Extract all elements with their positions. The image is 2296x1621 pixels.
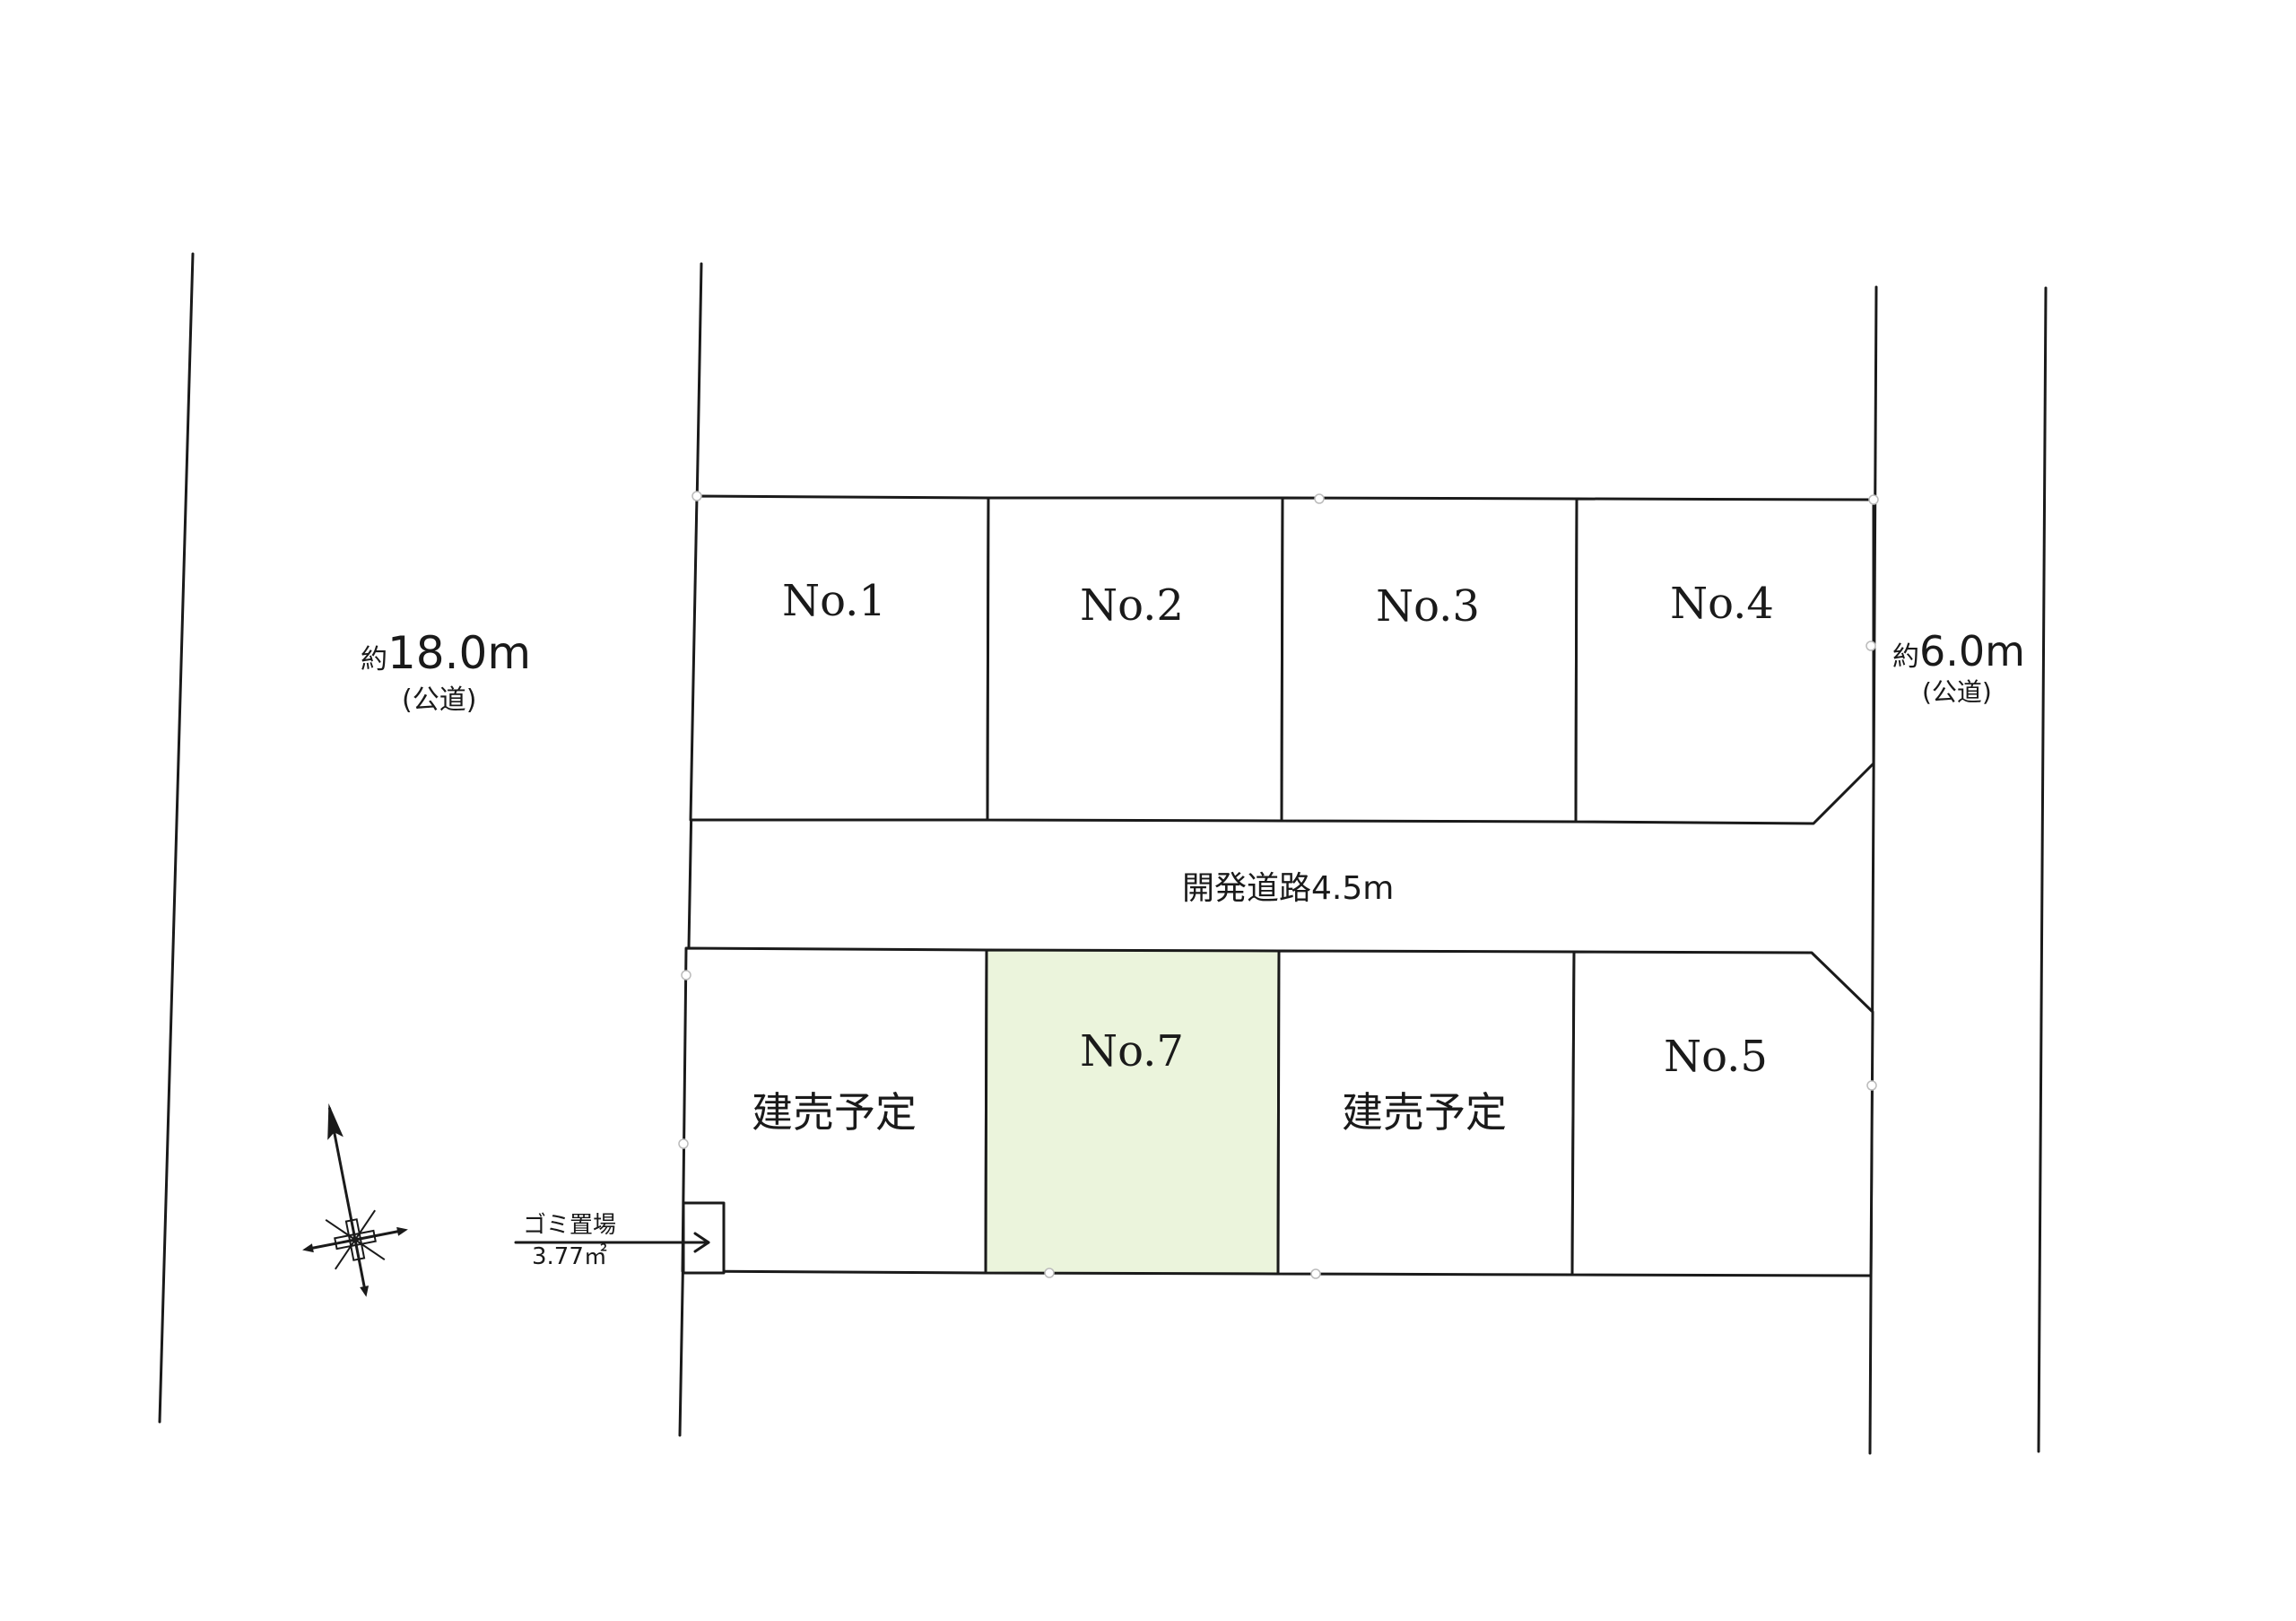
west-road-width-label: 約18.0m — [361, 627, 531, 679]
garbage-area-label: 3.77㎡ — [532, 1243, 607, 1270]
lot-4-label: No.4 — [1670, 579, 1774, 629]
lot-1-label: No.1 — [782, 576, 886, 626]
south-block — [681, 946, 1874, 1277]
east-road-kind-label: (公道) — [1922, 677, 1992, 707]
garbage-arrow-head — [693, 1232, 710, 1253]
lot-7[interactable] — [984, 948, 1281, 1276]
lot-5[interactable] — [1570, 950, 1874, 1277]
north-block — [689, 494, 1875, 825]
lot-1[interactable] — [689, 494, 990, 822]
lot-3[interactable] — [1280, 496, 1578, 824]
west-road-line-outer — [158, 252, 195, 1424]
development-road-label: 開発道路4.5m — [1182, 870, 1394, 907]
east-road-line-inner — [1868, 285, 1878, 1455]
north-arrow-icon — [302, 1102, 408, 1297]
lot-3-label: No.3 — [1376, 581, 1480, 632]
lot-4[interactable] — [1574, 497, 1875, 825]
lot-2-label: No.2 — [1080, 580, 1184, 631]
lot-b-label: 建売予定 — [1342, 1088, 1507, 1137]
east-road-line-outer — [2037, 286, 2048, 1453]
lot-2[interactable] — [986, 496, 1284, 823]
survey-points — [678, 491, 1879, 1279]
east-road-width-label: 約6.0m — [1892, 627, 2025, 675]
lot-a-label: 建売予定 — [752, 1088, 917, 1137]
lot-7-label: No.7 — [1080, 1026, 1184, 1076]
west-road-kind-label: (公道) — [402, 684, 476, 716]
garbage-label: ゴミ置場 — [523, 1212, 616, 1239]
lot-5-label: No.5 — [1664, 1032, 1768, 1082]
